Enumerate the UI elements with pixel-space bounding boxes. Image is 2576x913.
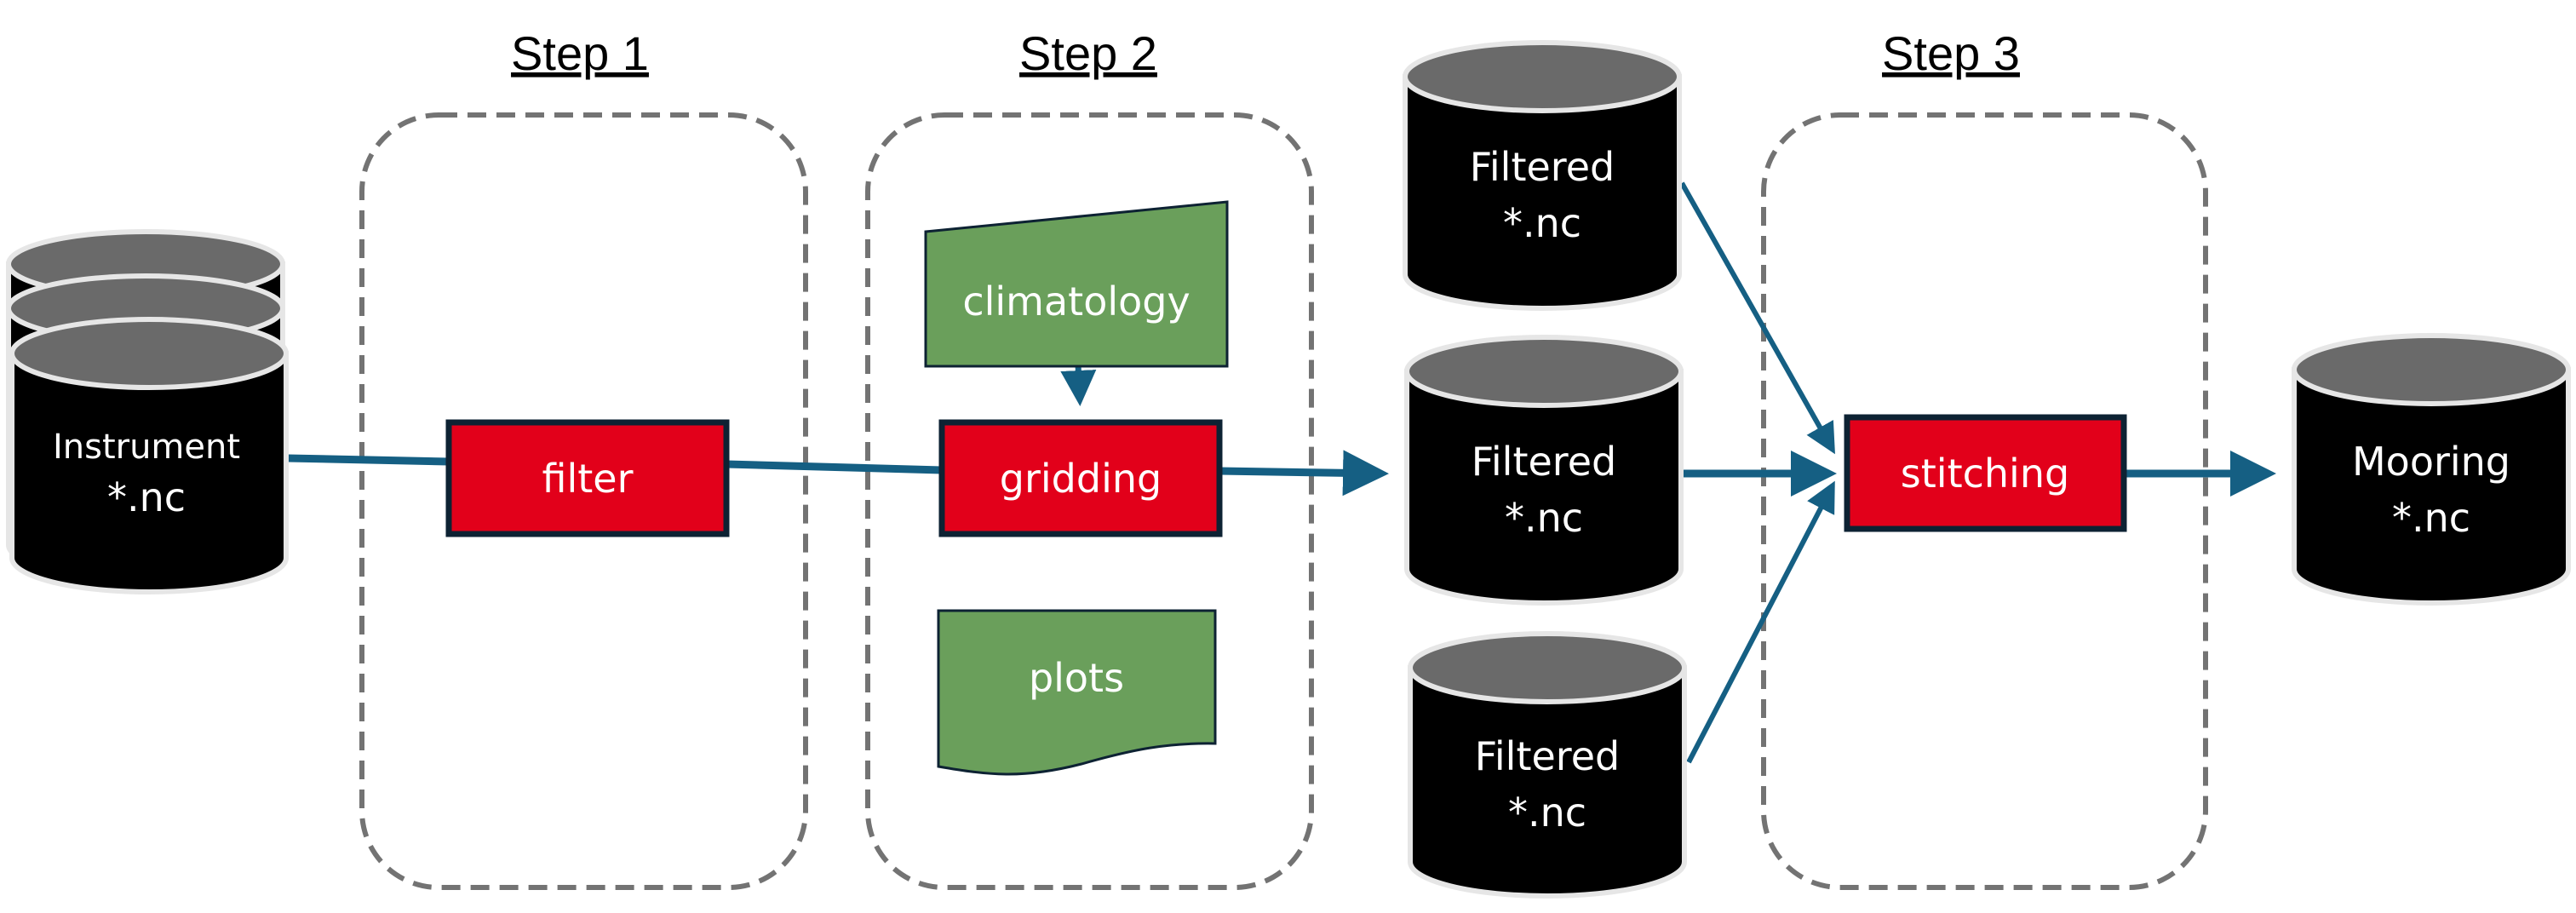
arrow-gridding-to-filtered <box>1219 450 1389 497</box>
database-icon <box>9 317 289 594</box>
arrow-filtered-1-to-stitching <box>1679 181 1835 455</box>
connector-instrument-to-filter <box>287 454 450 466</box>
step-3-container <box>1761 112 2208 890</box>
plots-output[interactable]: plots <box>937 609 1217 776</box>
plots-label: plots <box>1029 655 1124 701</box>
filtered-1-label: Filtered <box>1470 144 1615 190</box>
step-2-label: Step 2 <box>1019 26 1157 80</box>
climatology-label: climatology <box>962 278 1190 324</box>
filter-process[interactable]: filter <box>445 419 730 537</box>
arrow-filtered-3-to-stitching <box>1686 480 1835 764</box>
step-2-container <box>865 112 1314 890</box>
filtered-database-2: Filtered *.nc <box>1404 335 1684 606</box>
gridding-label: gridding <box>1000 456 1162 502</box>
instrument-label: Instrument <box>53 428 240 467</box>
database-icon <box>1403 40 1682 311</box>
stitching-process[interactable]: stitching <box>1844 414 2127 532</box>
step-3-label: Step 3 <box>1882 26 2020 80</box>
filtered-database-3: Filtered *.nc <box>1408 631 1687 899</box>
step-1-container <box>359 112 808 890</box>
mooring-ext-label: *.nc <box>2392 495 2470 541</box>
stitching-label: stitching <box>1901 451 2069 497</box>
filter-label: filter <box>542 456 633 502</box>
filtered-2-ext-label: *.nc <box>1505 495 1583 541</box>
database-icon <box>1404 335 1684 606</box>
database-icon <box>1408 631 1687 899</box>
filtered-3-label: Filtered <box>1475 733 1620 779</box>
filtered-database-1: Filtered *.nc <box>1403 40 1682 311</box>
instrument-database-stack: Instrument *.nc <box>6 229 289 594</box>
filtered-1-ext-label: *.nc <box>1503 200 1581 246</box>
instrument-ext-label: *.nc <box>107 474 186 520</box>
connector-filter-to-gridding <box>726 460 943 474</box>
filtered-2-label: Filtered <box>1472 439 1616 485</box>
mooring-label: Mooring <box>2352 439 2510 485</box>
filtered-3-ext-label: *.nc <box>1508 790 1586 835</box>
database-icon <box>2292 333 2571 606</box>
gridding-process[interactable]: gridding <box>938 419 1223 537</box>
mooring-database: Mooring *.nc <box>2292 333 2571 606</box>
step-1-label: Step 1 <box>511 26 649 80</box>
arrow-climatology-to-gridding <box>1060 364 1097 406</box>
climatology-input[interactable]: climatology <box>924 200 1229 368</box>
